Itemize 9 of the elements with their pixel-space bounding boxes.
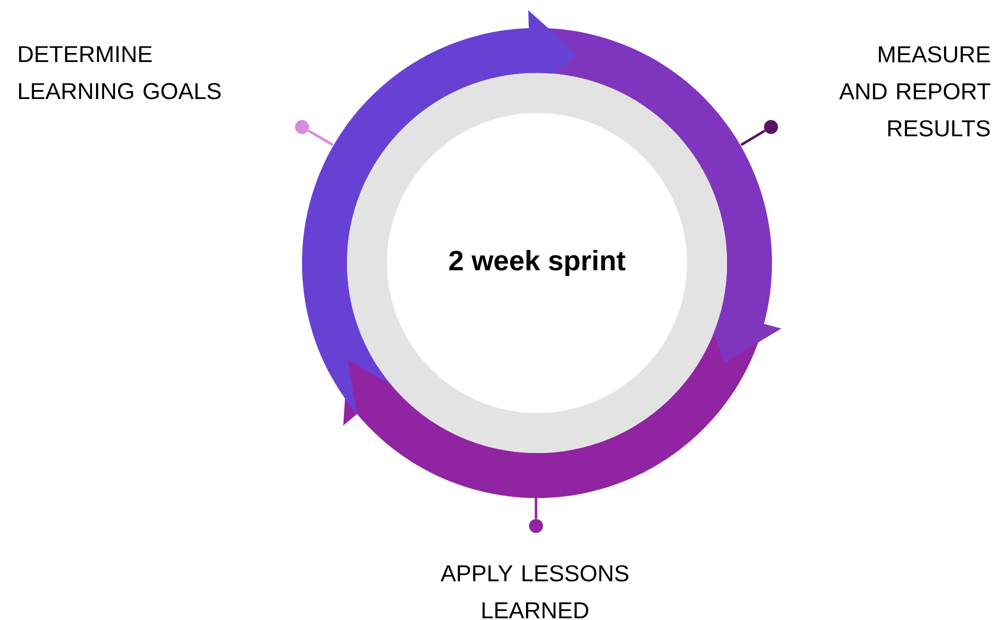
leader-line xyxy=(534,497,538,519)
step-label: APPLY LESSONS LEARNED xyxy=(440,565,628,618)
step-label: DETERMINE LEARNING GOALS xyxy=(19,46,221,100)
leader-dot xyxy=(295,120,309,134)
step-label: MEASURE AND REPORT RESULTS xyxy=(839,46,990,136)
leader-dot xyxy=(764,120,778,134)
leader-line xyxy=(740,130,766,146)
leader-dot xyxy=(529,519,543,533)
leader-line xyxy=(308,130,334,146)
